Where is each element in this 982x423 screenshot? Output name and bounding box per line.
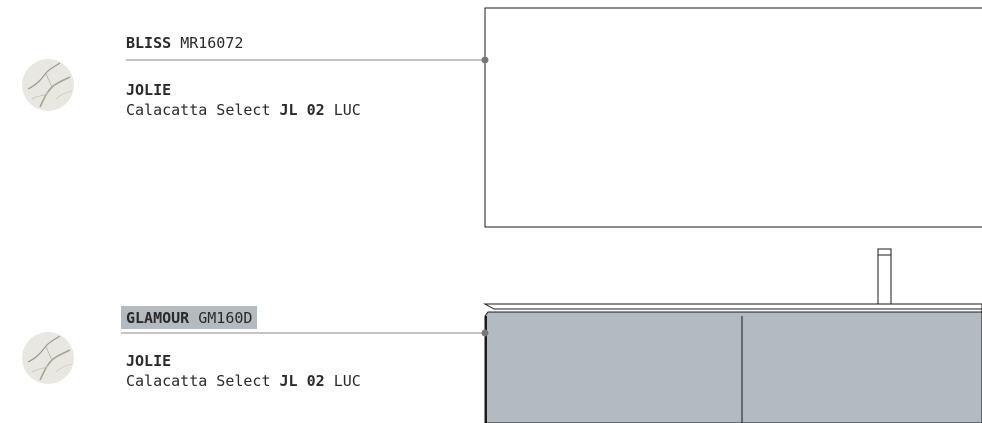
finish-spec: Calacatta Select JL 02 LUC bbox=[126, 100, 361, 120]
finish-suffix: LUC bbox=[333, 101, 361, 119]
finish-label-cabinet: JOLIE Calacatta Select JL 02 LUC bbox=[126, 351, 361, 391]
product-code: MR16072 bbox=[180, 34, 244, 52]
finish-line-name: JOLIE bbox=[126, 81, 172, 99]
product-name: BLISS bbox=[126, 34, 172, 52]
finish-spec: Calacatta Select JL 02 LUC bbox=[126, 371, 361, 391]
product-code: GM160D bbox=[198, 309, 253, 327]
finish-code: JL 02 bbox=[279, 101, 325, 119]
product-label-glamour: GLAMOUR GM160D bbox=[121, 306, 258, 329]
mirror-leader-dot bbox=[481, 56, 489, 64]
cabinet-leader-dot bbox=[481, 329, 489, 337]
faucet bbox=[877, 248, 892, 306]
finish-name: Calacatta Select bbox=[126, 101, 271, 119]
marble-swatch-icon bbox=[22, 59, 74, 111]
product-name: GLAMOUR bbox=[126, 309, 190, 327]
product-label-bliss: BLISS MR16072 bbox=[126, 33, 243, 53]
finish-label-mirror: JOLIE Calacatta Select JL 02 LUC bbox=[126, 80, 361, 120]
finish-name: Calacatta Select bbox=[126, 372, 271, 390]
mirror-outline bbox=[484, 7, 982, 228]
finish-code: JL 02 bbox=[279, 372, 325, 390]
finish-line-name: JOLIE bbox=[126, 352, 172, 370]
countertop bbox=[483, 303, 982, 310]
finish-suffix: LUC bbox=[333, 372, 361, 390]
marble-swatch-icon bbox=[22, 332, 74, 384]
vanity-cabinet bbox=[484, 311, 982, 423]
